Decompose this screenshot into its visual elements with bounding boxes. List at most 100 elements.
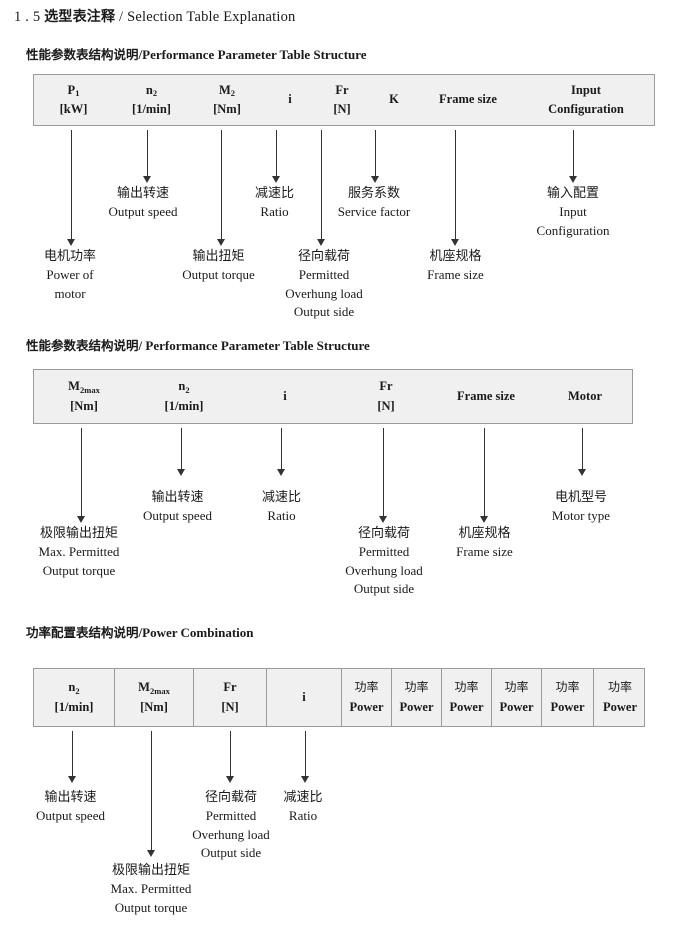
table-header-symbol: M2	[218, 82, 236, 99]
section-2-heading-chinese: 性能参数表结构说明	[26, 338, 139, 353]
table-header-cell: Fr[N]	[316, 75, 368, 125]
section-1-heading-english: Performance Parameter Table Structure	[142, 47, 367, 62]
table-header-symbol: K	[389, 92, 399, 107]
table-header-symbol: Frame size	[457, 388, 515, 403]
note-2-3: 减速比 Ratio	[239, 489, 324, 526]
note-2-1-en-1: Output torque	[42, 562, 116, 578]
table-header-symbol: n2	[145, 82, 158, 99]
arrow-to-note-1-6	[371, 130, 380, 183]
note-1-5-en-1: Overhung load	[285, 285, 363, 301]
note-2-3-en-0: Ratio	[267, 508, 296, 524]
section-3-heading-english: Power Combination	[142, 625, 254, 640]
table-header-unit: [Nm]	[70, 398, 98, 413]
table-header-unit: Power	[499, 699, 534, 714]
note-1-8-en-1: Configuration	[536, 222, 610, 238]
table-header-cell: n2[1/min]	[34, 669, 114, 726]
page-title-chinese: 选型表注释	[44, 9, 116, 25]
table-header-unit: [kW]	[59, 102, 88, 116]
section-number: 1 . 5	[14, 9, 41, 25]
note-1-6: 服务系数 Service factor	[318, 185, 430, 222]
arrow-to-note-1-8	[569, 130, 578, 183]
section-3-heading: 功率配置表结构说明/Power Combination	[26, 622, 254, 641]
note-3-2-en-0: Max. Permitted	[110, 881, 192, 897]
table-header-unit: Power	[399, 699, 434, 714]
note-2-6-chinese: 电机型号	[554, 490, 607, 505]
table-header-cell: n2 [1/min]	[113, 75, 190, 125]
table-header-unit: [N]	[333, 102, 351, 116]
section-2-heading: 性能参数表结构说明/ Performance Parameter Table S…	[26, 335, 370, 354]
arrow-to-note-1-3	[217, 130, 226, 246]
note-1-8-en-0: Input	[559, 204, 587, 220]
table-header-cell: Frame size	[436, 370, 536, 423]
table-header-unit: [1/min]	[54, 699, 94, 714]
table-header-cell: Fr[N]	[193, 669, 266, 726]
note-1-1: 电机功率 Power of motor	[15, 248, 125, 303]
note-3-3: 径向载荷 Permitted Overhung load Output side	[172, 789, 290, 863]
table-header-cell: Motor	[536, 370, 634, 423]
note-1-8-chinese: 输入配置	[546, 186, 599, 201]
note-1-3-en-0: Output torque	[182, 267, 255, 283]
section-3-heading-separator: /	[138, 625, 143, 640]
arrow-to-note-3-3	[226, 731, 235, 783]
table-header-symbol: Motor	[567, 388, 602, 403]
note-2-5-en-0: Frame size	[456, 544, 513, 560]
table-header-symbol: Frame size	[439, 92, 497, 107]
arrow-to-note-2-1	[77, 428, 86, 523]
table-header-symbol: i	[288, 92, 292, 107]
note-3-3-en-0: Permitted	[205, 808, 257, 824]
note-1-3-chinese: 输出扭矩	[192, 249, 245, 264]
table-header-cell: n2[1/min]	[134, 370, 234, 423]
note-1-5-chinese: 径向载荷	[297, 249, 350, 264]
note-3-1-chinese: 输出转速	[44, 790, 97, 805]
table-header-cell: i	[264, 75, 316, 125]
note-2-1-en-0: Max. Permitted	[38, 544, 120, 560]
table-header-symbol: 功率	[404, 680, 429, 695]
table-header-unit: [N]	[221, 699, 239, 714]
arrow-to-note-1-4	[272, 130, 281, 183]
arrow-to-note-2-3	[277, 428, 286, 476]
note-2-4: 径向载荷 Permitted Overhung load Output side	[325, 525, 443, 599]
table-header-cell: M2max[Nm]	[34, 370, 134, 423]
table-header-symbol: 功率	[555, 680, 580, 695]
note-2-2-en-0: Output speed	[143, 508, 212, 524]
arrow-to-note-3-2	[147, 731, 156, 857]
table-header-symbol: P1	[67, 82, 80, 99]
note-1-5: 径向载荷 Permitted Overhung load Output side	[265, 248, 383, 322]
table-header-unit: [N]	[377, 398, 395, 413]
table-header-symbol: i	[302, 689, 306, 704]
note-1-2-chinese: 输出转速	[116, 186, 169, 201]
section-3-heading-chinese: 功率配置表结构说明	[26, 625, 139, 640]
note-1-7-chinese: 机座规格	[429, 249, 482, 264]
table-header-cell: M2 [Nm]	[190, 75, 264, 125]
note-1-2-en-0: Output speed	[108, 204, 178, 220]
section-2-heading-separator: /	[138, 338, 143, 353]
table-header-symbol: n2	[178, 379, 190, 395]
section-2-heading-english: Performance Parameter Table Structure	[145, 338, 370, 353]
page-title: 1 . 5 选型表注释 / Selection Table Explanatio…	[14, 6, 296, 26]
note-1-4-en-0: Ratio	[260, 204, 289, 220]
note-1-7-en-0: Frame size	[427, 267, 484, 283]
table-header-unit: Power	[349, 699, 384, 714]
table-header-cell: Fr[N]	[336, 370, 436, 423]
note-3-2: 极限输出扭矩 Max. Permitted Output torque	[90, 862, 212, 917]
note-1-2: 输出转速 Output speed	[88, 185, 198, 222]
table-header-cell: P1 [kW]	[34, 75, 113, 125]
note-2-1: 极限输出扭矩 Max. Permitted Output torque	[18, 525, 140, 580]
note-1-6-en-0: Service factor	[337, 204, 411, 220]
table-header-unit: [1/min]	[132, 102, 171, 116]
note-3-3-en-2: Output side	[200, 845, 262, 861]
arrow-to-note-2-4	[379, 428, 388, 523]
section-1-heading-separator: /	[138, 47, 143, 62]
table-header-cell: i	[234, 370, 336, 423]
table-header-unit: [Nm]	[140, 699, 168, 714]
table-header-unit: Power	[449, 699, 484, 714]
note-1-5-en-2: Output side	[293, 304, 355, 320]
table-header-symbol: 功率	[607, 680, 632, 695]
table-header-symbol: 功率	[354, 680, 379, 695]
table-header-unit: [Nm]	[213, 102, 241, 116]
arrow-to-note-1-2	[143, 130, 152, 183]
